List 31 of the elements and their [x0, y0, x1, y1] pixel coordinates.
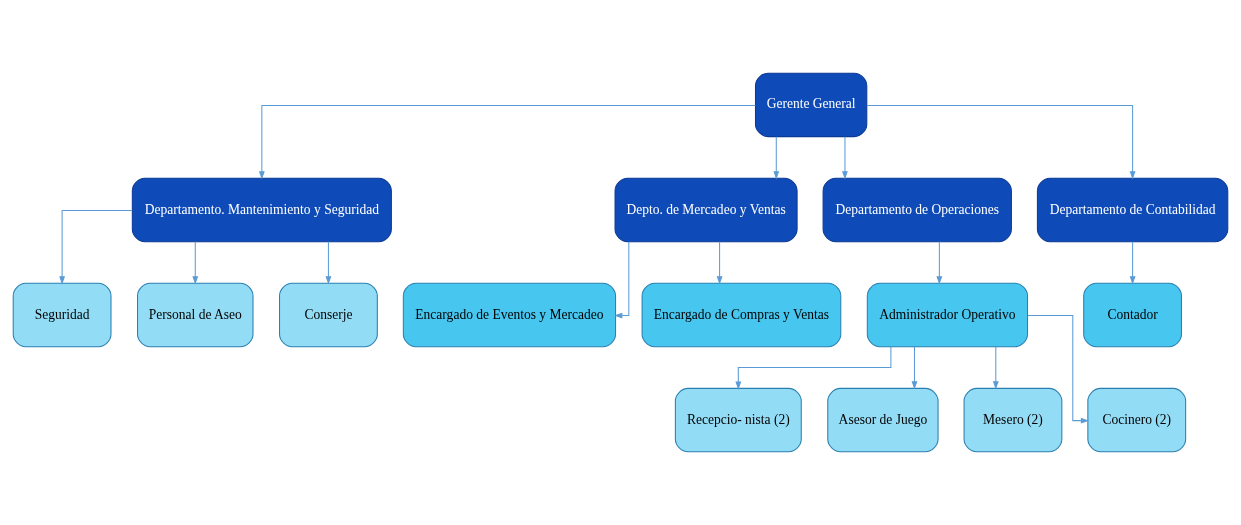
- arrow: [325, 241, 332, 285]
- node-box: Gerente General: [754, 72, 868, 138]
- arrow: [192, 241, 199, 285]
- arrow: [773, 136, 780, 180]
- node-box: Administrador Operativo: [866, 282, 1029, 348]
- node-box: Departamento de Contabilidad: [1036, 177, 1229, 243]
- node-box: Cocinero (2): [1087, 387, 1187, 453]
- arrow: [614, 241, 630, 319]
- node-box: Personal de Aseo: [137, 282, 254, 348]
- node-box: Recepcio- nista (2): [674, 387, 802, 453]
- arrow: [842, 136, 848, 180]
- node-box: Encargado de Eventos y Mercadeo: [402, 282, 617, 348]
- node-box: Asesor de Juego: [827, 387, 939, 453]
- arrow: [992, 346, 999, 390]
- arrow: [258, 104, 756, 180]
- node-box: Seguridad: [12, 282, 112, 348]
- arrow: [716, 241, 723, 285]
- node-box: Departamento. Mantenimiento y Seguridad: [131, 177, 392, 243]
- node-box: Conserje: [279, 282, 378, 348]
- node-box: Encargado de Compras y Ventas: [641, 282, 842, 348]
- arrow: [866, 104, 1136, 180]
- arrow: [936, 241, 943, 285]
- node-box: Departamento de Operaciones: [822, 177, 1012, 243]
- arrow: [1129, 241, 1136, 285]
- node-box: Contador: [1083, 282, 1182, 348]
- arrow: [735, 346, 892, 390]
- arrow: [1027, 315, 1090, 424]
- node-box: Mesero (2): [963, 387, 1063, 453]
- arrow: [911, 346, 918, 390]
- arrow: [59, 209, 133, 285]
- node-box: Depto. de Mercadeo y Ventas: [614, 177, 798, 243]
